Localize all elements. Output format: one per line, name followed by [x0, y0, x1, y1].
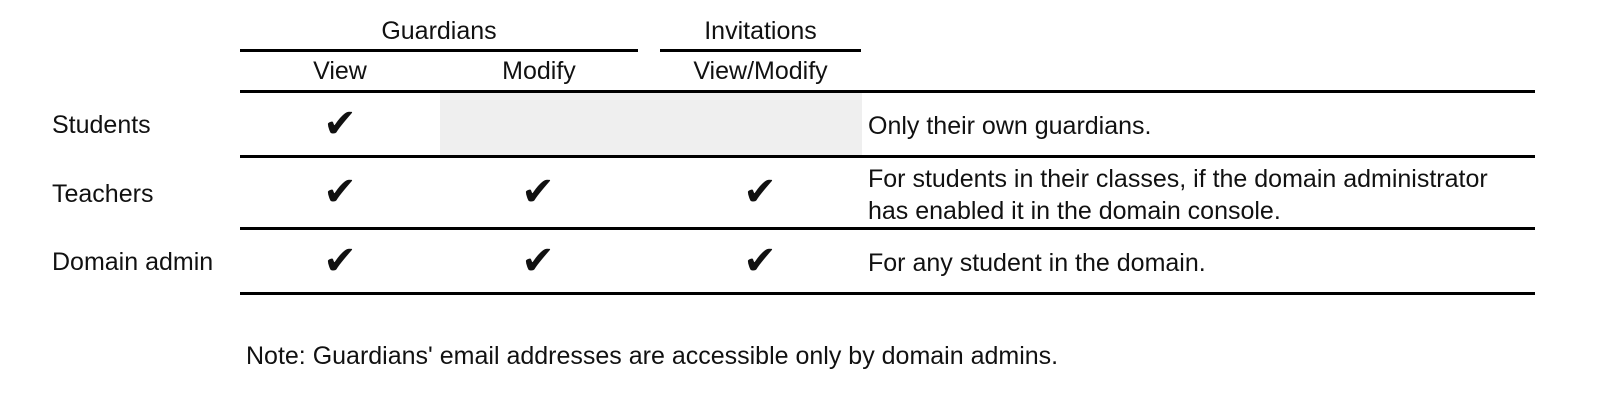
checkmark-icon: ✔: [521, 169, 555, 215]
row-label-students: Students: [52, 111, 151, 139]
rule-after-teachers-row: [240, 227, 1535, 230]
rule-header-bottom: [240, 90, 1535, 93]
checkmark-icon: ✔: [323, 169, 357, 215]
column-header-view-modify: View/Modify: [693, 57, 828, 85]
rule-after-students-row: [240, 155, 1535, 158]
column-header-view: View: [313, 57, 367, 85]
rule-group-invitations: [660, 49, 861, 52]
shaded-unavailable-cell: [440, 93, 862, 155]
column-header-modify: Modify: [502, 57, 576, 85]
checkmark-icon: ✔: [743, 169, 777, 215]
row-label-domain-admin: Domain admin: [52, 248, 214, 276]
checkmark-icon: ✔: [743, 238, 777, 284]
column-group-invitations: Invitations: [704, 17, 817, 45]
rule-group-guardians: [240, 49, 638, 52]
rule-table-bottom: [240, 292, 1535, 295]
row-label-teachers: Teachers: [52, 180, 154, 208]
row-note-domain-admin: For any student in the domain.: [868, 249, 1206, 277]
checkmark-icon: ✔: [521, 238, 555, 284]
table-footnote: Note: Guardians' email addresses are acc…: [246, 342, 1059, 370]
row-note-students: Only their own guardians.: [868, 112, 1152, 140]
column-group-guardians: Guardians: [381, 17, 497, 45]
checkmark-icon: ✔: [323, 101, 357, 147]
row-note-teachers: For students in their classes, if the do…: [868, 165, 1488, 225]
checkmark-icon: ✔: [323, 238, 357, 284]
